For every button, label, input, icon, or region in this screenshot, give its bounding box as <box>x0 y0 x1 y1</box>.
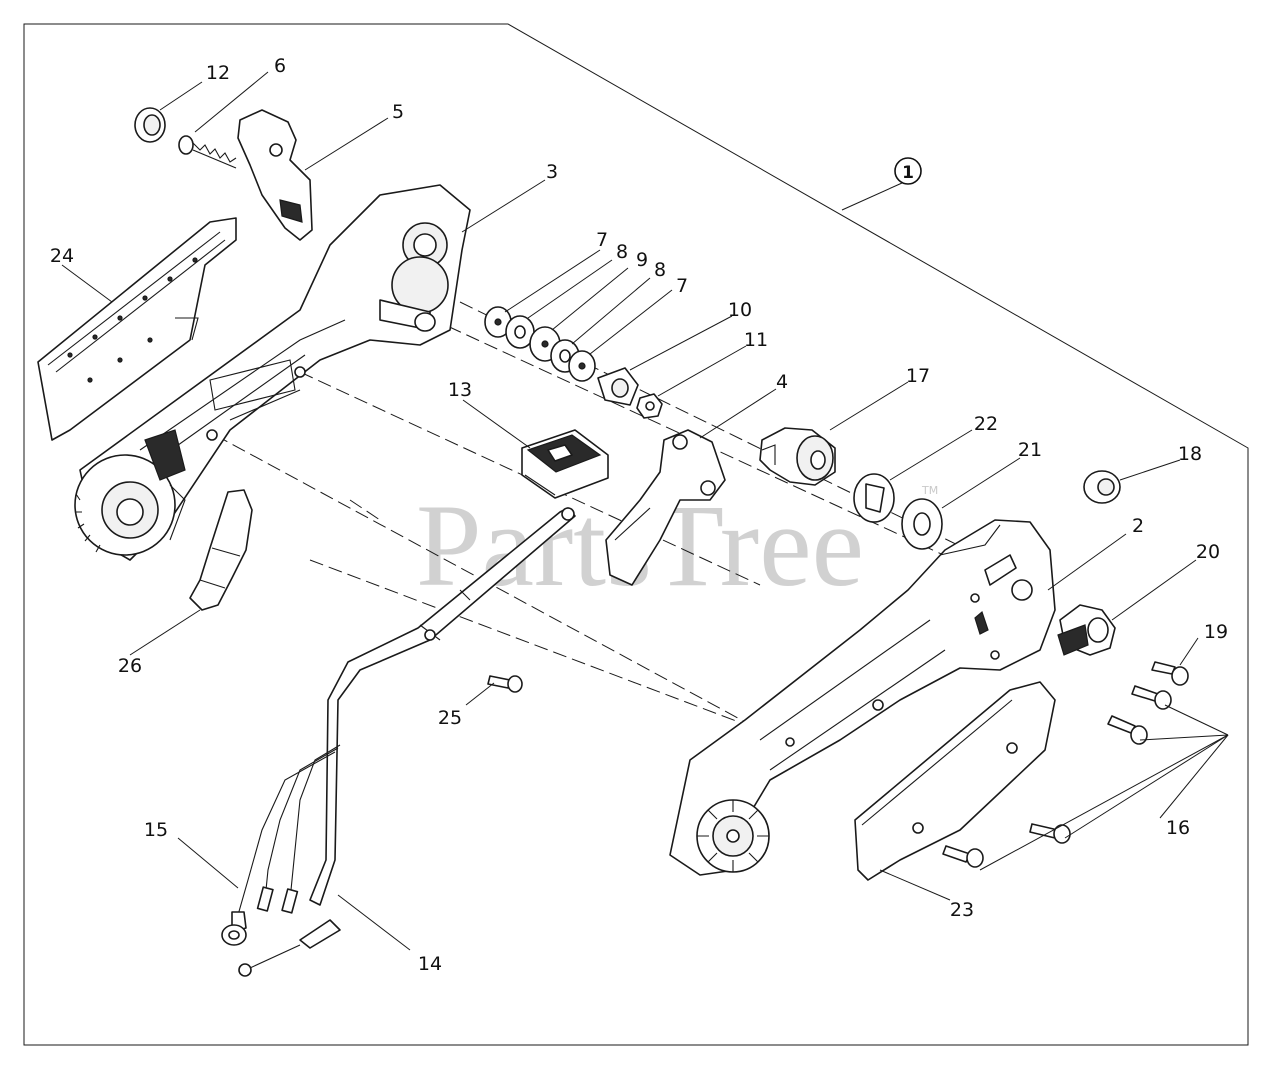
callout-7b[interactable]: 7 <box>676 275 688 297</box>
callout-10[interactable]: 10 <box>728 299 752 321</box>
part-10-bushing <box>597 367 639 406</box>
callout-21[interactable]: 21 <box>1018 439 1042 461</box>
screw-25 <box>487 675 523 693</box>
screws <box>487 661 1189 868</box>
callout-25[interactable]: 25 <box>438 707 462 729</box>
callout-6[interactable]: 6 <box>274 55 286 77</box>
callout-12[interactable]: 12 <box>206 62 230 84</box>
washer-stack <box>484 306 596 382</box>
assembly-boundary <box>23 23 1249 1046</box>
callout-22[interactable]: 22 <box>974 413 998 435</box>
part-17-pivot <box>759 427 836 486</box>
callout-16[interactable]: 16 <box>1166 817 1190 839</box>
part-2-housing <box>669 519 1056 876</box>
part-21-washer <box>901 498 943 550</box>
part-6-spring <box>178 135 237 169</box>
part-20-grip-knob <box>1057 604 1116 656</box>
screw-19 <box>1151 661 1189 686</box>
callout-11[interactable]: 11 <box>744 329 768 351</box>
leader-lines <box>61 71 1229 951</box>
assembly-callout[interactable]: 1 <box>841 157 922 211</box>
part-3-housing <box>74 184 471 561</box>
callout-24[interactable]: 24 <box>50 245 74 267</box>
part-15-wire-harness <box>221 744 341 946</box>
callout-2[interactable]: 2 <box>1132 515 1144 537</box>
callout-7a[interactable]: 7 <box>596 229 608 251</box>
callout-26[interactable]: 26 <box>118 655 142 677</box>
callout-19[interactable]: 19 <box>1204 621 1228 643</box>
part-13-switch <box>521 429 609 499</box>
part-12-knob <box>134 107 166 143</box>
callout-23[interactable]: 23 <box>950 899 974 921</box>
callout-4[interactable]: 4 <box>776 371 788 393</box>
part-22-cam-washer <box>853 473 895 523</box>
callout-8b[interactable]: 8 <box>654 259 666 281</box>
callout-9[interactable]: 9 <box>636 249 648 271</box>
part-11-nut <box>636 393 663 419</box>
callout-14[interactable]: 14 <box>418 953 442 975</box>
watermark-trademark: TM <box>921 484 938 497</box>
callout-5[interactable]: 5 <box>392 101 404 123</box>
callout-15[interactable]: 15 <box>144 819 168 841</box>
part-26-trigger <box>189 489 253 611</box>
screw-16a <box>1131 685 1172 710</box>
part-4-throttle-lever <box>605 429 726 586</box>
part-14-throttle-rod <box>238 507 576 977</box>
screw-16c <box>1029 823 1071 844</box>
callout-8a[interactable]: 8 <box>616 241 628 263</box>
callout-18[interactable]: 18 <box>1178 443 1202 465</box>
svg-text:1: 1 <box>902 163 914 183</box>
callout-17[interactable]: 17 <box>906 365 930 387</box>
callout-13[interactable]: 13 <box>448 379 472 401</box>
callout-labels: 12 6 5 3 24 7 8 9 8 7 10 11 13 4 17 22 2… <box>50 55 1228 975</box>
screw-16d <box>942 845 984 868</box>
callout-3[interactable]: 3 <box>546 161 558 183</box>
part-18-cap <box>1083 470 1121 504</box>
part-5-lever <box>237 109 313 241</box>
part-23-cover <box>854 681 1056 881</box>
callout-20[interactable]: 20 <box>1196 541 1220 563</box>
part-24-guard <box>37 217 237 441</box>
